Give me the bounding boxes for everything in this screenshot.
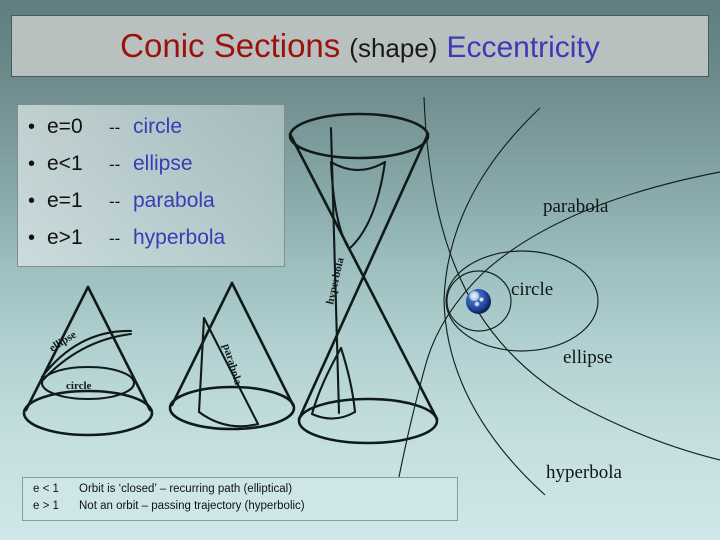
bullet-icon: • [28, 153, 36, 175]
bullet-icon: • [28, 227, 36, 249]
caption-text: Not an orbit – passing trajectory (hyper… [79, 500, 305, 512]
orbit-curves [395, 96, 720, 496]
list-item-dash: -- [109, 229, 121, 248]
list-item-condition: e<1 [47, 152, 83, 175]
orbit-parabola [443, 107, 546, 496]
caption-condition: e < 1 [33, 483, 59, 495]
list-item: • e<1 -- ellipse [28, 152, 284, 189]
cone-label-parabola: parabola [220, 342, 244, 386]
list-item-name: parabola [133, 189, 215, 212]
orbit-caption-box: e < 1 Orbit is ‘closed’ – recurring path… [22, 477, 458, 521]
double-cone-hyperbola-diagram: hyperbola [288, 112, 439, 445]
orbit-label-hyperbola: hyperbola [546, 462, 623, 483]
list-item-condition: e=1 [47, 189, 83, 212]
caption-text: Orbit is ‘closed’ – recurring path (elli… [79, 483, 293, 495]
orbit-label-ellipse: ellipse [563, 347, 613, 368]
list-item-name: hyperbola [133, 226, 226, 249]
orbit-hyperbola [395, 171, 720, 493]
list-item-condition: e=0 [47, 115, 83, 138]
bullet-icon: • [28, 190, 36, 212]
list-item-condition: e>1 [47, 226, 83, 249]
title-eccentricity-text: Eccentricity [446, 31, 600, 64]
orbit-label-parabola: parabola [543, 196, 609, 217]
list-item-name: circle [133, 115, 183, 138]
cone-ellipse-diagram: ellipse circle [22, 285, 154, 437]
caption-condition: e > 1 [33, 500, 59, 512]
cone-parabola-diagram: parabola [168, 281, 296, 431]
eccentricity-list-box: • e=0 -- circle • e<1 -- ellipse • e=1 -… [17, 104, 285, 267]
caption-row: e > 1 Not an orbit – passing trajectory … [33, 500, 457, 517]
list-item: • e=1 -- parabola [28, 189, 284, 226]
earth-globe-icon [466, 289, 491, 314]
orbit-label-circle: circle [511, 279, 553, 300]
cone-label-ellipse: ellipse [47, 329, 78, 355]
caption-row: e < 1 Orbit is ‘closed’ – recurring path… [33, 483, 457, 500]
title-shape-text: (shape) [349, 33, 438, 63]
page-title: Conic Sections (shape) Eccentricity [120, 29, 600, 63]
list-item-dash: -- [109, 155, 121, 174]
list-item-dash: -- [109, 192, 121, 211]
cone-label-hyperbola: hyperbola [324, 256, 347, 306]
title-main-text: Conic Sections [120, 27, 341, 64]
list-item-dash: -- [109, 118, 121, 137]
orbit-hyperbola-branch [423, 96, 720, 461]
list-item-name: ellipse [133, 152, 193, 175]
cone-label-circle: circle [66, 380, 92, 392]
list-item: • e=0 -- circle [28, 115, 284, 152]
title-bar: Conic Sections (shape) Eccentricity [11, 15, 709, 77]
list-item: • e>1 -- hyperbola [28, 226, 284, 263]
bullet-icon: • [28, 116, 36, 138]
